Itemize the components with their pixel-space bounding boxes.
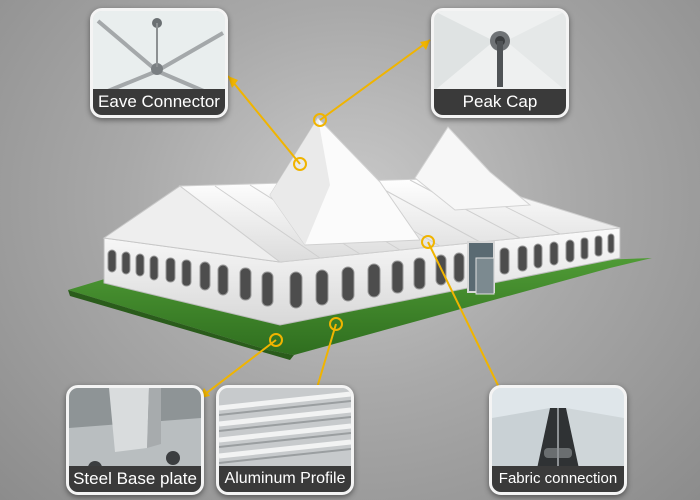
peak-cap-card: Peak Cap [431, 8, 569, 118]
eave-connector-label: Eave Connector [93, 89, 225, 115]
base-plate-marker [269, 333, 283, 347]
aluminum-profile-card: Aluminum Profile [216, 385, 354, 495]
steel-base-plate-card: Steel Base plate [66, 385, 204, 495]
peak-cap-marker [313, 113, 327, 127]
fabric-connection-label: Fabric connection [492, 466, 624, 492]
peak-cap-label: Peak Cap [434, 89, 566, 115]
peak-tent-rear [414, 126, 532, 211]
eave-connector-card: Eave Connector [90, 8, 228, 118]
steel-base-plate-label: Steel Base plate [69, 466, 201, 492]
aluminum-profile-label: Aluminum Profile [219, 466, 351, 492]
fabric-connection-marker [421, 235, 435, 249]
aluminum-profile-marker [329, 317, 343, 331]
fabric-connection-card: Fabric connection [489, 385, 627, 495]
eave-connector-marker [293, 157, 307, 171]
